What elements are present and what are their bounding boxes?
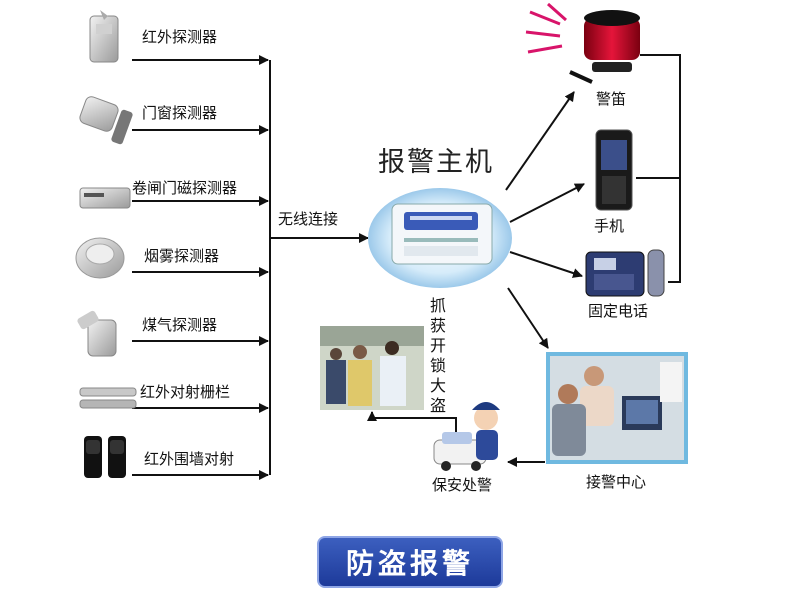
arrow-police-to-capture — [367, 411, 457, 442]
infrared-wall-beam-icon — [84, 436, 126, 478]
detector-arrows — [132, 55, 269, 480]
detector-label-wall-beam: 红外围墙对射 — [144, 450, 235, 468]
arrow-host-to-siren — [505, 91, 575, 191]
alarm-center-photo — [546, 352, 688, 464]
gas-detector-icon — [77, 310, 117, 357]
capture-label: 抓获开锁大盗 — [429, 296, 446, 415]
landline-phone-icon — [585, 249, 665, 297]
detector-label-infrared: 红外探测器 — [142, 28, 218, 46]
door-window-detector-icon — [79, 96, 133, 145]
detector-label-smoke: 烟雾探测器 — [144, 247, 220, 265]
arrow-host-to-mobile — [509, 183, 585, 223]
detector-label-door-window: 门窗探测器 — [142, 104, 218, 122]
infrared-beam-fence-icon — [79, 387, 137, 409]
host-title: 报警主机 — [378, 147, 494, 178]
police-car-icon — [433, 402, 500, 471]
police-label: 保安处警 — [432, 476, 493, 494]
connection-label: 无线连接 — [278, 210, 339, 228]
siren-icon — [525, 2, 640, 84]
smoke-detector-icon — [75, 237, 125, 279]
center-label: 接警中心 — [586, 473, 647, 491]
alarm-host-device-icon — [368, 188, 512, 288]
detector-label-rolling-door: 卷闸门磁探测器 — [132, 179, 238, 197]
output-label-siren: 警笛 — [596, 90, 627, 108]
arrow-host-to-center — [507, 287, 549, 349]
mobile-phone-icon — [595, 129, 633, 211]
footer-title: 防盗报警 — [317, 536, 503, 588]
detector-label-gas: 煤气探测器 — [142, 316, 218, 334]
arrow-host-to-landline — [509, 251, 583, 278]
output-bus-line — [640, 54, 681, 283]
detector-label-beam-fence: 红外对射栅栏 — [140, 383, 231, 401]
rolling-door-magnetic-detector-icon — [79, 187, 131, 209]
output-label-landline: 固定电话 — [588, 302, 649, 320]
output-label-mobile: 手机 — [594, 217, 625, 235]
arrest-photo — [320, 326, 424, 410]
infrared-detector-icon — [89, 10, 119, 63]
